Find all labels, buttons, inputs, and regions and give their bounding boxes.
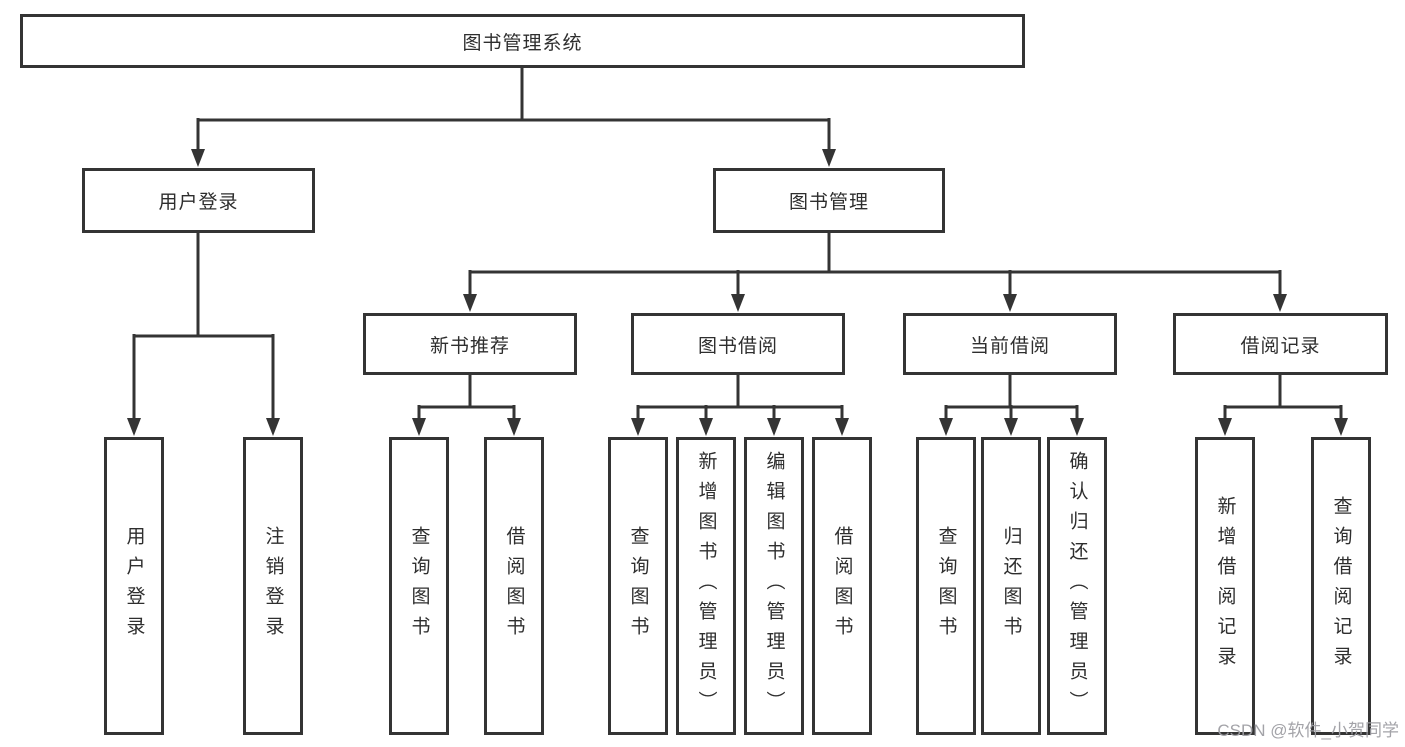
leaf-label: 查询图书 [627, 526, 649, 646]
node-user-login-branch: 用户登录 [82, 168, 315, 233]
leaf-logout: 注销登录 [243, 437, 303, 735]
node-group-book-borrow: 图书借阅 [631, 313, 845, 375]
leaf-query-books-recommend: 查询图书 [389, 437, 449, 735]
leaf-label: 编辑图书（管理员） [763, 451, 785, 721]
leaf-edit-books-admin: 编辑图书（管理员） [744, 437, 804, 735]
csdn-watermark: CSDN @软件_小贺同学 [1217, 721, 1399, 740]
leaf-add-borrow-record: 新增借阅记录 [1195, 437, 1255, 735]
leaf-add-books-admin: 新增图书（管理员） [676, 437, 736, 735]
leaf-borrow-books-recommend: 借阅图书 [484, 437, 544, 735]
leaf-confirm-return-admin: 确认归还（管理员） [1047, 437, 1107, 735]
leaf-label: 注销登录 [262, 526, 284, 646]
node-group-borrow-records: 借阅记录 [1173, 313, 1388, 375]
node-label: 图书管理 [788, 192, 869, 213]
node-group-current-borrow: 当前借阅 [903, 313, 1117, 375]
node-label: 当前借阅 [969, 335, 1050, 357]
node-book-management-branch: 图书管理 [713, 168, 945, 233]
leaf-label: 借阅图书 [503, 526, 525, 646]
node-label: 借阅记录 [1240, 335, 1321, 357]
leaf-label: 借阅图书 [831, 526, 853, 646]
leaf-label: 用户登录 [123, 526, 145, 646]
leaf-label: 查询图书 [408, 526, 430, 646]
node-root-book-management-system: 图书管理系统 [20, 14, 1025, 68]
leaf-return-books: 归还图书 [981, 437, 1041, 735]
leaf-query-borrow-record: 查询借阅记录 [1311, 437, 1371, 735]
leaf-query-books-borrow: 查询图书 [608, 437, 668, 735]
leaf-label: 查询借阅记录 [1330, 496, 1352, 676]
leaf-query-books-current: 查询图书 [916, 437, 976, 735]
leaf-label: 归还图书 [1000, 526, 1022, 646]
leaf-label: 确认归还（管理员） [1066, 451, 1088, 721]
node-group-new-book-recommend: 新书推荐 [363, 313, 577, 375]
leaf-label: 新增借阅记录 [1214, 496, 1236, 676]
leaf-label: 查询图书 [935, 526, 957, 646]
leaf-user-login: 用户登录 [104, 437, 164, 735]
node-label: 用户登录 [158, 192, 239, 213]
node-label: 图书管理系统 [462, 32, 583, 54]
leaf-borrow-books: 借阅图书 [812, 437, 872, 735]
node-label: 新书推荐 [429, 335, 510, 357]
node-label: 图书借阅 [697, 335, 778, 357]
leaf-label: 新增图书（管理员） [695, 451, 717, 721]
